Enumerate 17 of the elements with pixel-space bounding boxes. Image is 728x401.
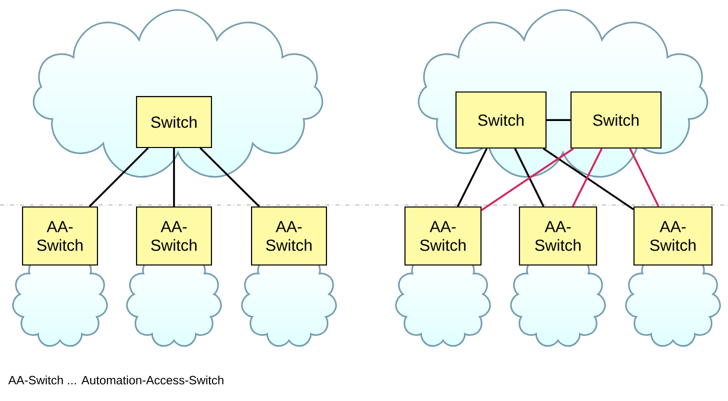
connector-line — [514, 148, 544, 207]
switch-box: AA-Switch — [633, 206, 713, 266]
connector-line — [542, 148, 634, 210]
connector-line — [572, 148, 603, 207]
switch-box: AA-Switch — [404, 206, 482, 266]
connector-line — [88, 147, 149, 208]
legend-note: AA-Switch ... Automation-Access-Switch — [8, 376, 224, 384]
connector-line — [481, 148, 574, 211]
switch-box: AA-Switch — [136, 206, 212, 266]
switch-box: AA-Switch — [22, 206, 98, 266]
switch-box: AA-Switch — [518, 206, 598, 266]
switch-box: AA-Switch — [251, 206, 327, 266]
connector-line — [200, 147, 260, 208]
switch-box: Switch — [455, 91, 547, 149]
switch-box: Switch — [136, 96, 212, 148]
connector-line — [546, 119, 570, 121]
switch-box: Switch — [570, 91, 662, 149]
